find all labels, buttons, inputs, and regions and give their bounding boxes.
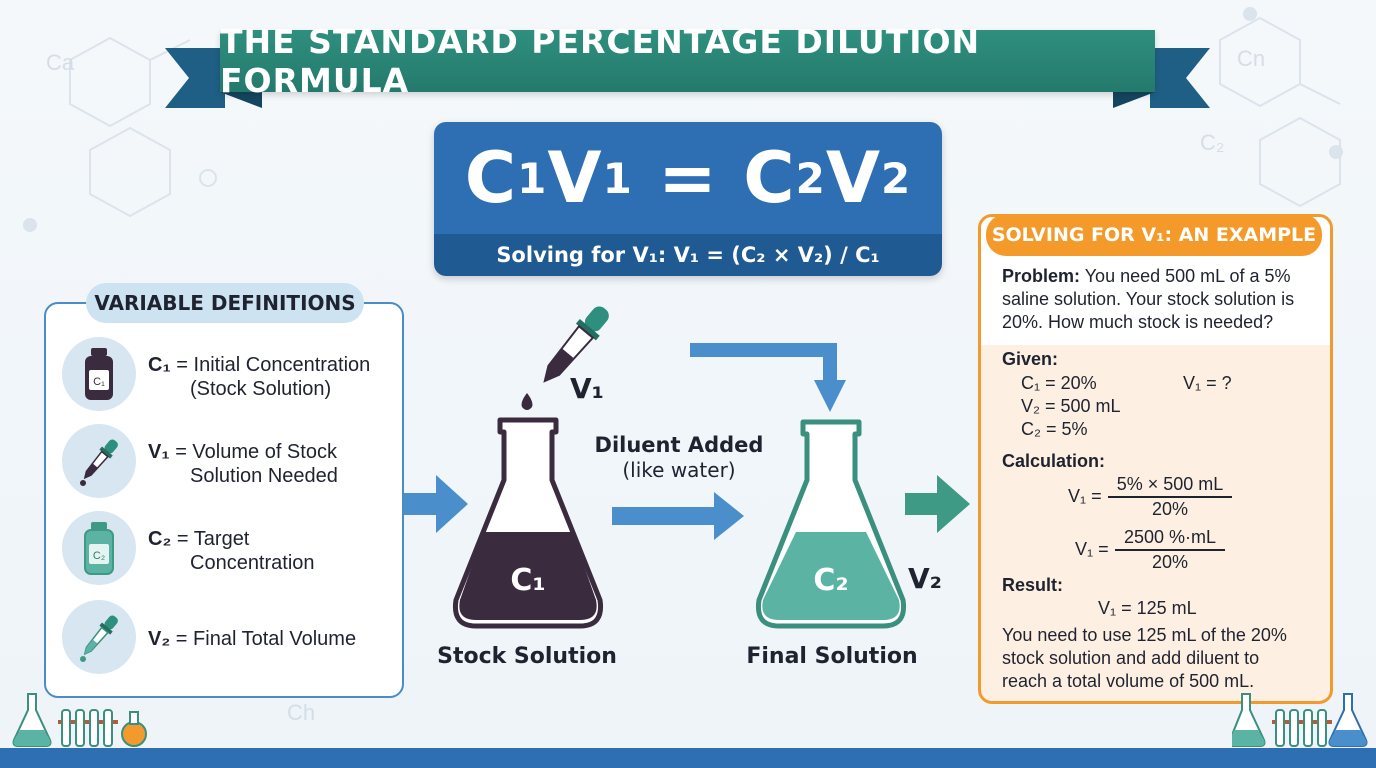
given-v2: V₂ = 500 mL <box>1021 396 1121 416</box>
variable-row-v1: V₁ = Volume of Stock Solution Needed <box>62 424 392 500</box>
variable-row-v2: V₂ = Final Total Volume <box>62 600 392 676</box>
solving-formula: Solving for V₁: V₁ = (C₂ × V₂) / C₁ <box>434 234 942 276</box>
conclusion-line1: You need to use 125 mL of the 20% <box>1002 625 1287 645</box>
final-flask-label: C₂ <box>813 563 848 598</box>
banner-ribbon-ends <box>165 48 1210 108</box>
formula-v1: V <box>547 137 603 219</box>
dropper-icon <box>62 424 136 498</box>
formula-v2: V <box>825 137 881 219</box>
variable-v1-line2: Solution Needed <box>190 465 338 487</box>
lab-glassware-icon <box>12 693 147 747</box>
calc2-fraction: 2500 %·mL 20% <box>1115 527 1225 573</box>
problem-line1: You need 500 mL of a 5% <box>1084 266 1291 286</box>
variable-v1-line1: = Volume of Stock <box>175 441 337 463</box>
arrow-to-stock <box>404 475 468 533</box>
formula-sub-4: 2 <box>881 153 912 203</box>
calc2-numerator: 2500 %·mL <box>1115 527 1225 551</box>
stock-bottle-icon-label: C₁ <box>93 376 105 388</box>
background-text-ca: Ca <box>46 50 75 75</box>
variable-definitions-header: VARIABLE DEFINITIONS <box>86 283 364 323</box>
variable-c2-line1: = Target <box>176 528 250 550</box>
variable-c2-symbol: C₂ <box>148 528 172 550</box>
variable-c1-symbol: C₁ <box>148 354 171 376</box>
final-flask-icon <box>755 419 907 629</box>
variable-c1-line1: = Initial Concentration <box>176 354 371 376</box>
calc1-denominator: 20% <box>1151 499 1189 519</box>
example-problem: Problem: You need 500 mL of a 5% saline … <box>1002 265 1327 334</box>
variable-row-c1: C₁ C₁ = Initial Concentration (Stock Sol… <box>62 337 392 413</box>
stock-bottle-icon: C₁ <box>62 337 136 411</box>
given-v1: V₁ = ? <box>1183 373 1232 393</box>
formula-sub-1: 1 <box>517 153 548 203</box>
variable-v1-text: V₁ = Volume of Stock Solution Needed <box>148 440 338 488</box>
variable-c2-text: C₂ = Target Concentration <box>148 527 315 575</box>
result-label-text: Result: <box>1002 575 1064 595</box>
variable-c1-text: C₁ = Initial Concentration (Stock Soluti… <box>148 353 370 401</box>
variable-v2-symbol: V₂ <box>148 628 171 650</box>
variable-v1-symbol: V₁ <box>148 441 170 463</box>
background-text-cn: Cn <box>1237 46 1266 71</box>
v2-label: V₂ <box>908 562 942 595</box>
problem-label: Problem: <box>1002 266 1081 286</box>
calc2-lhs: V₁ = <box>1075 539 1109 559</box>
drop-icon <box>521 393 533 410</box>
stock-solution-label: Stock Solution <box>437 644 617 669</box>
result-value: V₁ = 125 mL <box>1098 598 1197 618</box>
lab-glassware-icon <box>1232 693 1368 747</box>
stock-flask-label: C₁ <box>510 563 545 598</box>
final-solution-label: Final Solution <box>746 644 917 669</box>
stock-flask-icon <box>452 417 604 629</box>
title-banner: THE STANDARD PERCENTAGE DILUTION FORMULA <box>165 22 1210 114</box>
result-label: Result: <box>1002 574 1063 597</box>
calculation-label-text: Calculation: <box>1002 451 1106 471</box>
formula-c1: C <box>464 137 518 219</box>
bent-arrow <box>690 343 837 382</box>
background-text-c2: C₂ <box>1200 130 1225 155</box>
footer-bar <box>0 748 1376 768</box>
v1-label: V₁ <box>570 372 604 405</box>
dropper-icon <box>62 600 136 674</box>
formula-c2: C <box>743 137 796 219</box>
background-text-ch: Ch <box>287 700 316 725</box>
dropper-icon <box>543 306 609 383</box>
calc2-denominator: 20% <box>1151 552 1189 572</box>
formula-equals: = <box>632 137 744 219</box>
calc1-numerator: 5% × 500 mL <box>1108 474 1232 498</box>
formula-sub-2: 1 <box>602 153 633 203</box>
variable-c2-line2: Concentration <box>190 552 315 574</box>
page-title: THE STANDARD PERCENTAGE DILUTION FORMULA <box>220 22 981 100</box>
diluent-label-line2: (like water) <box>622 458 735 482</box>
problem-line3: 20%. How much stock is needed? <box>1002 312 1274 332</box>
conclusion-line2: stock solution and add diluent to <box>1002 648 1260 668</box>
conclusion-line3: reach a total volume of 500 mL. <box>1002 671 1255 691</box>
given-label-text: Given: <box>1002 349 1059 369</box>
calc1-lhs: V₁ = <box>1068 486 1102 506</box>
variable-v2-line1: = Final Total Volume <box>175 628 357 650</box>
variable-row-c2: C₂ C₂ = Target Concentration <box>62 511 392 587</box>
example-header: SOLVING FOR V₁: AN EXAMPLE <box>986 214 1322 256</box>
given-label: Given: <box>1002 348 1058 371</box>
variable-v2-text: V₂ = Final Total Volume <box>148 627 356 651</box>
arrow-to-example <box>905 475 970 533</box>
problem-line2: saline solution. Your stock solution is <box>1002 289 1295 309</box>
calc1-fraction: 5% × 500 mL 20% <box>1108 474 1232 520</box>
formula-sub-3: 2 <box>795 153 826 203</box>
given-c1: C₁ = 20% <box>1021 373 1097 393</box>
diluent-arrow <box>612 492 744 540</box>
given-c2: C₂ = 5% <box>1021 419 1088 439</box>
diluent-label-line1: Diluent Added <box>595 433 764 457</box>
example-conclusion: You need to use 125 mL of the 20% stock … <box>1002 624 1327 693</box>
variable-c1-line2: (Stock Solution) <box>190 378 332 400</box>
target-bottle-icon-label: C₂ <box>93 550 105 562</box>
target-bottle-icon: C₂ <box>62 511 136 585</box>
calculation-label: Calculation: <box>1002 450 1105 473</box>
banner-main: THE STANDARD PERCENTAGE DILUTION FORMULA <box>220 22 1155 100</box>
